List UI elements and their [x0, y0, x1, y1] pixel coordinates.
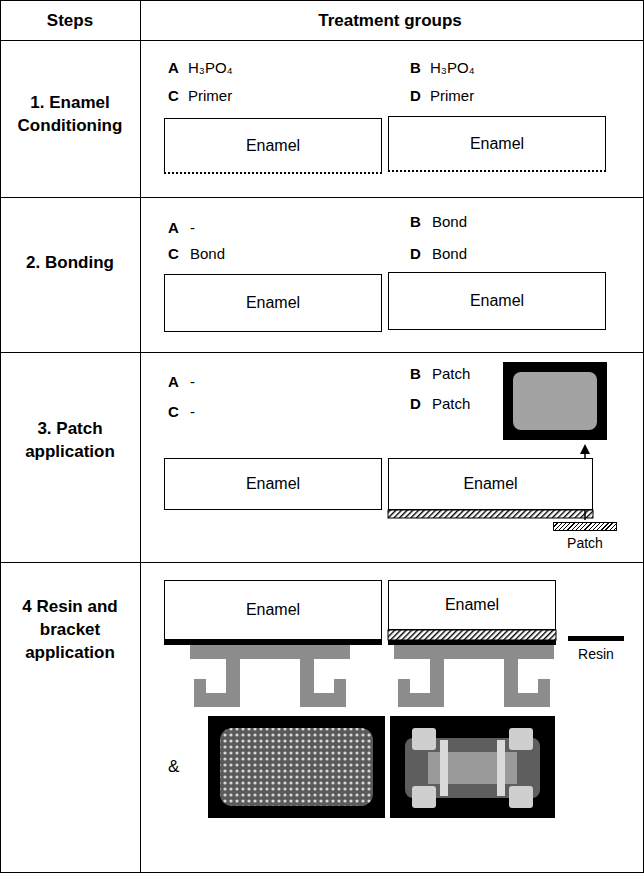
bracket-foot [194, 693, 240, 707]
column-heading: Treatment groups [240, 10, 540, 33]
enamel-box: Enamel [164, 458, 382, 510]
bracket-pad [190, 645, 350, 659]
group-letter: C [168, 244, 179, 264]
node-text: Enamel [246, 601, 300, 619]
column-heading: Steps [5, 10, 135, 33]
treatment-text: Primer [188, 86, 232, 106]
treatment-text: H₃PO₄ [430, 58, 475, 78]
table-rule [0, 562, 644, 563]
legend-item: Resin [566, 634, 626, 662]
treatment-text: Bond [432, 212, 467, 232]
node-text: Enamel [470, 292, 524, 310]
group-letter: D [410, 86, 421, 106]
node-text: Enamel [445, 596, 499, 614]
bracket-pad [394, 645, 554, 659]
node-text: Enamel [246, 294, 300, 312]
bracket-shape [190, 645, 350, 707]
bracket-tip [538, 679, 550, 693]
enamel-box: Enamel [388, 580, 556, 630]
enamel-box: Enamel [388, 458, 593, 510]
legend-swatch [568, 634, 624, 642]
table-rule [0, 352, 644, 353]
step-heading: 2. Bonding [10, 252, 130, 275]
table-rule [0, 197, 644, 198]
bracket-tip [334, 679, 346, 693]
bracket-photo-wing [509, 728, 533, 750]
treatment-text: Patch [432, 394, 470, 414]
mesh-photo [208, 716, 385, 818]
bracket-shape [394, 645, 554, 707]
enamel-box: Enamel [388, 116, 606, 172]
bracket-tip [194, 679, 206, 693]
resin-sample [568, 636, 624, 641]
group-letter: A [168, 372, 179, 392]
step-heading: 4 Resin and bracket application [10, 596, 130, 665]
patch-strip: Patch [553, 522, 617, 551]
step-heading: 3. Patch application [10, 418, 130, 464]
treatment-text: - [190, 402, 195, 422]
enamel-box: Enamel [164, 118, 382, 174]
treatment-text: Bond [432, 244, 467, 264]
table-rule [0, 40, 644, 41]
node-text: Enamel [246, 137, 300, 155]
node-text: Enamel [470, 135, 524, 153]
group-letter: D [410, 394, 421, 414]
group-letter: C [168, 402, 179, 422]
mesh-base [220, 728, 373, 806]
treatment-text: Patch [432, 364, 470, 384]
bracket-photo [390, 716, 555, 818]
node-text: Patch [567, 535, 603, 551]
group-letter: B [410, 364, 421, 384]
bracket-photo-slot [497, 740, 505, 796]
bracket-photo-wing [412, 786, 436, 808]
node-text: Enamel [463, 475, 517, 493]
step-heading: 1. Enamel Conditioning [10, 92, 130, 138]
bracket-tip [398, 679, 410, 693]
group-letter: A [168, 218, 179, 238]
treatment-text: - [190, 218, 195, 238]
bracket-foot [398, 693, 444, 707]
table-rule [140, 0, 141, 873]
bracket-foot [300, 693, 346, 707]
bracket-photo-slot [440, 740, 448, 796]
ampersand: & [168, 756, 179, 779]
patch-photo-patch [513, 372, 597, 430]
treatment-text: H₃PO₄ [188, 58, 233, 78]
enamel-box: Enamel [164, 580, 382, 640]
group-letter: B [410, 58, 421, 78]
group-letter: D [410, 244, 421, 264]
resin-layer [164, 640, 382, 645]
group-letter: A [168, 58, 179, 78]
bracket-photo-wing [412, 728, 436, 750]
treatment-text: Primer [430, 86, 474, 106]
enamel-box: Enamel [164, 274, 382, 332]
patch-hatch [553, 522, 617, 531]
node-text: Enamel [246, 475, 300, 493]
treatment-text: - [190, 372, 195, 392]
patch-photo [503, 362, 607, 440]
treatment-text: Bond [190, 244, 225, 264]
bracket-foot [504, 693, 550, 707]
bracket-photo-wing [509, 786, 533, 808]
enamel-box: Enamel [388, 272, 606, 330]
patch-layer [388, 630, 556, 640]
resin-layer [388, 640, 556, 645]
patch-layer [388, 510, 593, 518]
group-letter: C [168, 86, 179, 106]
group-letter: B [410, 212, 421, 232]
arrow-head [580, 444, 590, 454]
legend-text: Resin [578, 646, 614, 662]
